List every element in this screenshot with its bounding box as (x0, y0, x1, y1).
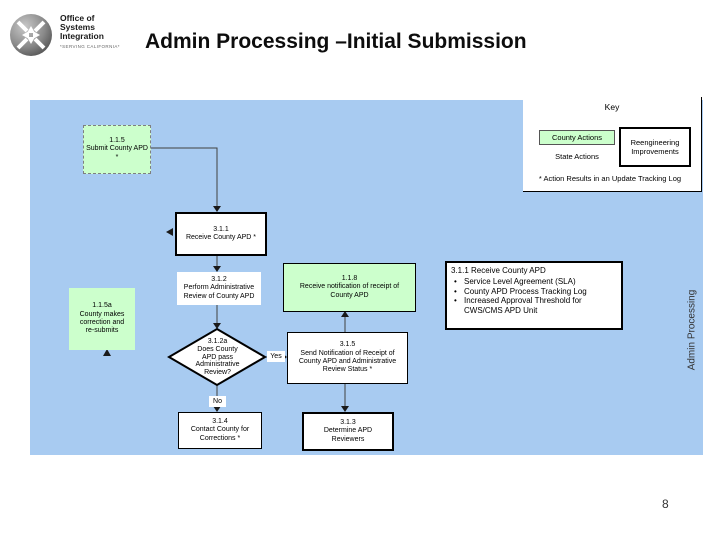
receive-county-apd-note: 3.1.1 Receive County APD Service Level A… (445, 261, 623, 330)
flow-node-3-1-2a-decision: 3.1.2a Does County APD pass Administrati… (195, 338, 240, 377)
note-title: 3.1.1 Receive County APD (451, 266, 546, 275)
flow-node-1-1-5a: 1.1.5a County makes correction and re-su… (69, 288, 135, 350)
logo-org-name: Office of Systems Integration (60, 13, 104, 42)
key-reengineering-improvements: Reengineering Improvements (619, 127, 691, 167)
flow-node-1-1-8: 1.1.8 Receive notification of receipt of… (283, 263, 416, 312)
flow-node-3-1-2: 3.1.2 Perform Administrative Review of C… (177, 272, 261, 305)
key-county-actions: County Actions (539, 130, 615, 145)
key-title: Key (604, 102, 620, 112)
note-bullet: Service Level Agreement (SLA) (451, 277, 617, 287)
note-bullet: County APD Process Tracking Log (451, 287, 617, 297)
decision-yes-label: Yes (267, 351, 285, 362)
note-bullet: Increased Approval Threshold for CWS/CMS… (451, 296, 617, 316)
lane-label: Admin Processing (686, 289, 698, 371)
decision-no-label: No (209, 396, 226, 407)
osi-globe-icon (10, 14, 52, 56)
key-state-actions: State Actions (555, 152, 599, 161)
flow-node-3-1-5: 3.1.5 Send Notification of Receipt of Co… (287, 332, 408, 384)
osi-logo: Office of Systems Integration *SERVING C… (8, 12, 120, 58)
flow-node-3-1-4: 3.1.4 Contact County for Corrections * (178, 412, 262, 449)
key-panel: Key County Actions State Actions Reengin… (523, 97, 702, 192)
flow-node-3-1-3: 3.1.3 Determine APD Reviewers (302, 412, 394, 451)
slide-title: Admin Processing –Initial Submission (145, 30, 527, 53)
flow-node-1-1-5: 1.1.5 Submit County APD * (83, 125, 151, 174)
page-number: 8 (662, 497, 669, 511)
key-footnote: * Action Results in an Update Tracking L… (538, 174, 682, 183)
logo-tagline: *SERVING CALIFORNIA* (60, 43, 120, 49)
flow-node-3-1-1: 3.1.1 Receive County APD * (175, 212, 267, 256)
note-bullet-list: Service Level Agreement (SLA) County APD… (451, 277, 617, 316)
